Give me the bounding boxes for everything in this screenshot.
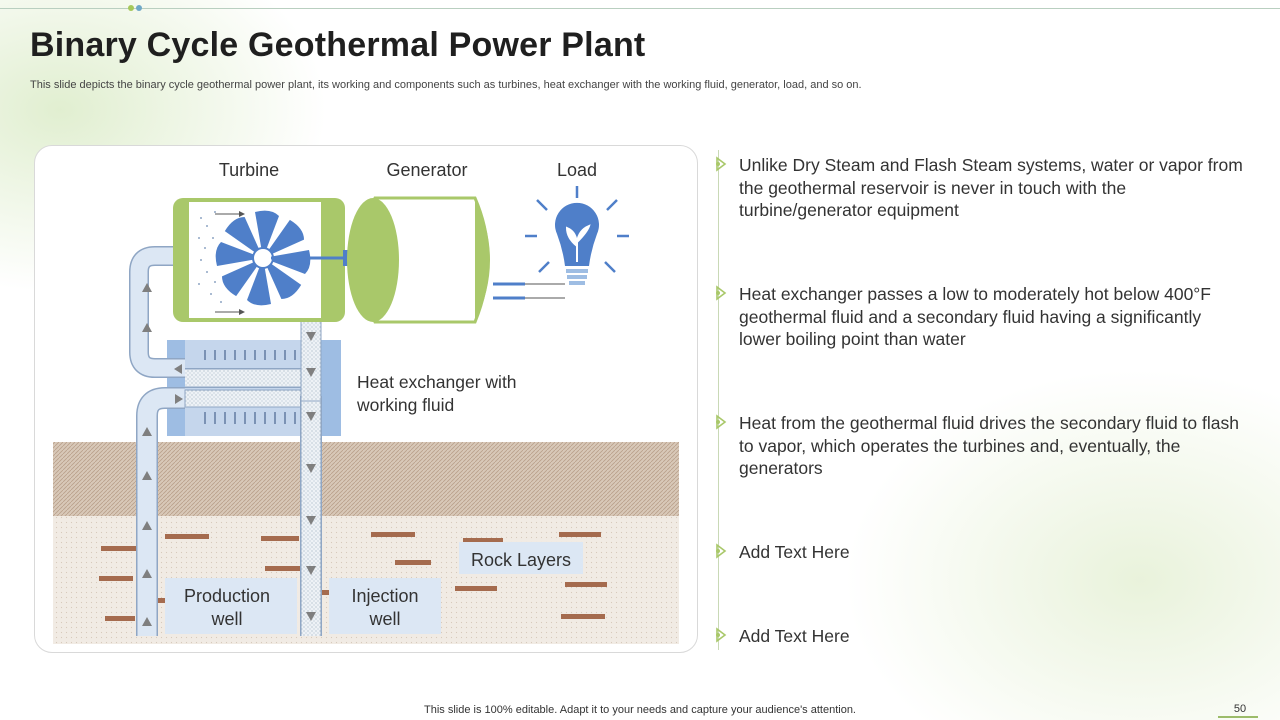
rock-layers-label: Rock Layers [471,550,571,570]
bullet-text: Heat exchanger passes a low to moderatel… [739,284,1211,349]
load-label: Load [557,160,597,180]
rock-layers-box [459,542,583,574]
production-well-label-line2: well [210,609,242,629]
bullet-text: Add Text Here [739,626,850,646]
slide-footer: This slide is 100% editable. Adapt it to… [424,704,856,716]
heat-exchanger-label-line2: working fluid [356,395,454,415]
production-well-box [165,578,297,634]
exchanger-fins [204,350,296,424]
bullet-text: Heat from the geothermal fluid drives th… [739,413,1239,478]
chevron-right-icon [716,156,727,172]
injection-well-box [329,578,441,634]
bullet-divider [718,150,719,650]
top-dot-green [128,5,134,11]
turbine-fan [215,210,311,306]
top-rule [0,8,1280,9]
turbine-label: Turbine [219,160,279,180]
diagram-panel: Turbine Generator Load Heat exchanger wi… [34,145,698,653]
injection-well-label-line2: well [368,609,400,629]
slide-title: Binary Cycle Geothermal Power Plant [30,26,646,64]
chevron-right-icon [716,543,727,559]
injection-flow-arrows [306,332,316,621]
bullet-text: Add Text Here [739,542,850,562]
chevron-right-icon [716,627,727,643]
top-dot-blue [136,5,142,11]
load-wires [493,282,525,300]
heat-exchanger-label-line1: Heat exchanger with [357,372,517,392]
slide-subtitle: This slide depicts the binary cycle geot… [30,79,862,91]
production-well-label-line1: Production [184,586,270,606]
generator-label: Generator [386,160,467,180]
production-flow-arrows [142,283,152,626]
load-bulb [525,186,629,285]
page-number-underline [1218,716,1258,718]
turbine-steam [198,211,222,303]
chevron-right-icon [716,285,727,301]
bullet-text: Unlike Dry Steam and Flash Steam systems… [739,155,1243,220]
page-number: 50 [1233,703,1247,715]
injection-well-label-line1: Injection [351,586,418,606]
chevron-right-icon [716,414,727,430]
binary-cycle-diagram: Turbine Generator Load Heat exchanger wi… [53,160,679,644]
